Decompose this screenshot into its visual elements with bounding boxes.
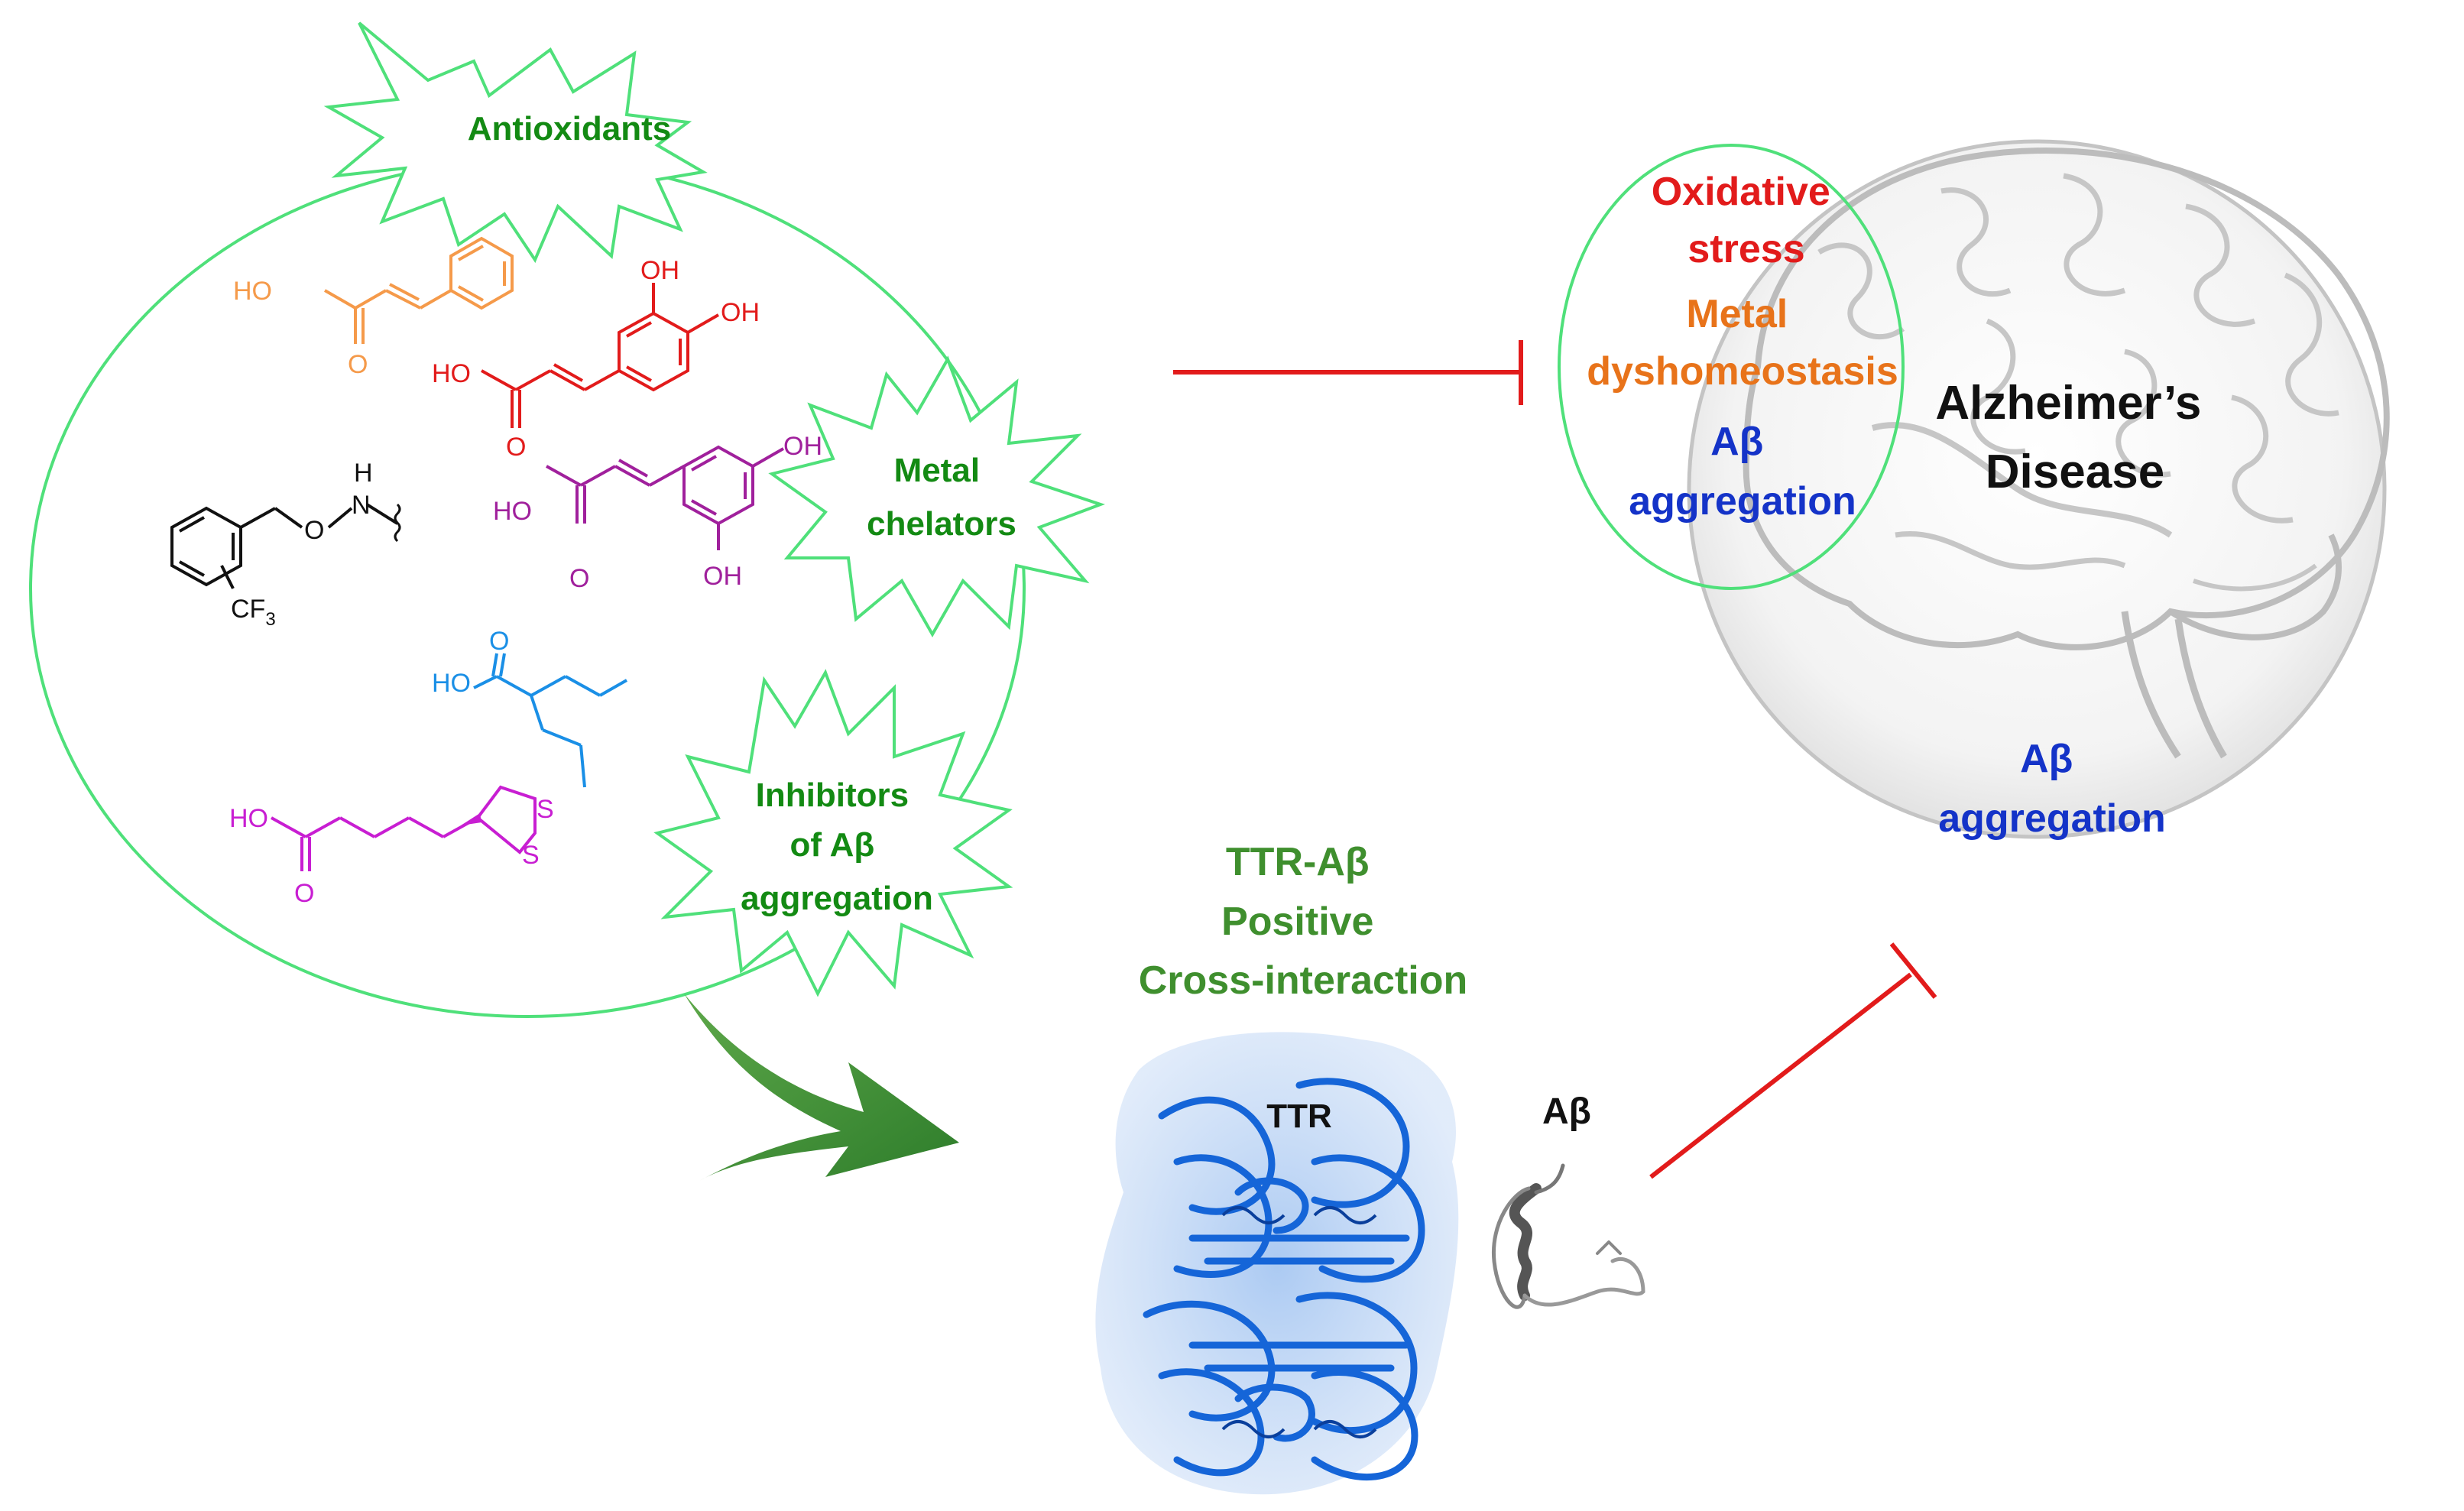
abeta-peptide <box>1491 1163 1645 1309</box>
ttr-abeta-line-2: Positive <box>1221 900 1373 944</box>
abeta-aggregation-circle-label: Aβ aggregation <box>1629 420 1856 524</box>
cf3-o: O <box>304 516 324 545</box>
metal-dys-line-1: Metal <box>1686 292 1788 336</box>
inhibitors-line-1: Inhibitors <box>756 777 909 814</box>
mechanisms-circle <box>1558 144 1905 590</box>
cf3-main: CF <box>231 595 265 624</box>
dihydroxy-ho: HO <box>493 497 532 526</box>
cinnamic-acid-structure <box>324 236 514 344</box>
ttr-abeta-label: TTR-Aβ Positive Cross-interaction <box>1139 840 1468 1003</box>
oxidative-stress-line-1: Oxidative <box>1652 170 1830 214</box>
alzheimers-label: Alzheimer’s Disease <box>1935 377 2214 498</box>
dihydroxy-oh-bottom: OH <box>703 562 742 591</box>
abeta-circle-line-2: aggregation <box>1629 479 1856 524</box>
inhibitors-label: Inhibitors of Aβ aggregation <box>741 777 933 917</box>
cinnamic-ho: HO <box>233 277 272 306</box>
lipoic-ho: HO <box>229 804 268 833</box>
lipoic-o: O <box>294 879 314 908</box>
cf3-n: N <box>352 491 371 520</box>
cf3-label: CF3 <box>231 595 276 630</box>
brain-illustration <box>1687 139 2390 839</box>
ttr-abeta-line-3: Cross-interaction <box>1139 958 1468 1003</box>
valproic-acid-structure <box>473 653 627 788</box>
antioxidants-label: Antioxidants <box>468 110 671 148</box>
abeta-label: Aβ <box>1542 1091 1591 1132</box>
metal-chelators-label: Metal chelators <box>867 452 1016 543</box>
antioxidants-starburst <box>323 21 708 264</box>
abeta-aggregation-lower-label: Aβ aggregation <box>1938 737 2166 841</box>
abeta-lower-line-1: Aβ <box>2020 737 2073 781</box>
oxidative-stress-label: Oxidative stress <box>1652 170 1842 271</box>
alzheimers-line-1: Alzheimer’s <box>1935 377 2201 430</box>
metal-chelators-line-2: chelators <box>867 505 1016 543</box>
dihydroxy-acid-structure <box>546 445 784 550</box>
caffeic-o: O <box>506 433 526 462</box>
inhibitors-line-3: aggregation <box>741 880 933 917</box>
ttr-abeta-line-1: TTR-Aβ <box>1226 840 1370 884</box>
ttr-label: TTR <box>1266 1098 1332 1135</box>
metal-dyshomeostasis-label: Metal dyshomeostasis <box>1587 292 1898 394</box>
caffeic-ho: HO <box>432 359 471 388</box>
swoosh-arrow <box>684 994 959 1181</box>
caffeic-oh-right: OH <box>721 298 760 327</box>
dihydroxy-o: O <box>569 564 589 593</box>
metal-chelators-line-1: Metal <box>894 452 980 489</box>
oxidative-stress-line-2: stress <box>1688 227 1804 271</box>
lipoic-acid-structure <box>271 785 537 871</box>
alzheimers-line-2: Disease <box>1986 446 2164 498</box>
inhibition-arrow-bottom <box>1649 942 1937 1179</box>
valproic-ho: HO <box>432 669 471 698</box>
valproic-o: O <box>489 627 509 656</box>
cinnamic-o: O <box>348 350 368 379</box>
metal-dys-line-2: dyshomeostasis <box>1587 349 1898 394</box>
inhibitors-line-2: of Aβ <box>790 826 875 864</box>
lipoic-wedge <box>461 813 481 825</box>
inhibition-arrow-top <box>1173 340 1523 405</box>
caffeic-acid-structure <box>481 283 719 428</box>
metal-chelators-starburst <box>768 355 1105 638</box>
cf3-benzyl-structure <box>170 503 401 589</box>
cf3-subscript: 3 <box>265 609 275 630</box>
abeta-circle-line-1: Aβ <box>1710 420 1763 464</box>
inhibitors-starburst <box>653 669 1013 997</box>
cf3-h: H <box>354 459 373 488</box>
abeta-lower-line-2: aggregation <box>1938 796 2166 841</box>
lipoic-s-2: S <box>522 841 540 870</box>
dihydroxy-oh-top: OH <box>783 432 822 461</box>
ttr-protein <box>1095 1032 1459 1495</box>
lipoic-s-1: S <box>537 795 554 824</box>
caffeic-oh-top: OH <box>640 256 679 285</box>
